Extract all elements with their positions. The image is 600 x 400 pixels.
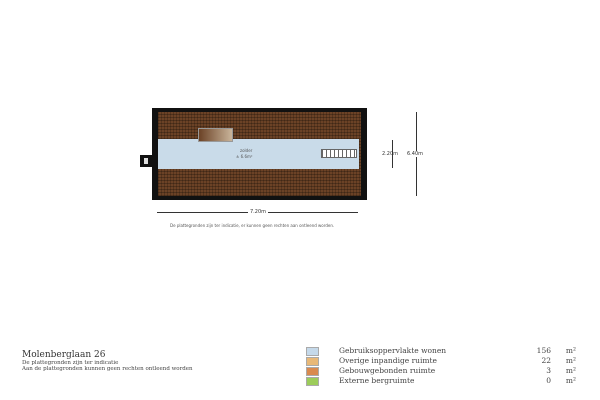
legend-row: Overige inpandige ruimte 22 m²: [306, 356, 576, 366]
legend-label: Gebruiksoppervlakte wonen: [339, 346, 447, 355]
door: [140, 155, 152, 167]
dim-inner-height: 2.20m: [382, 151, 399, 157]
legend-row: Gebouwgebonden ruimte 3 m²: [306, 366, 576, 376]
footer-line2: Aan de plattegronden kunnen geen rechten…: [22, 366, 193, 372]
legend-unit: m²: [565, 366, 576, 375]
legend-value: 22: [541, 356, 551, 365]
roof-window: [198, 128, 233, 142]
staircase: [321, 149, 357, 158]
footer-line1: De plattegronden zijn ter indicatie: [22, 360, 119, 366]
legend-unit: m²: [565, 356, 576, 365]
legend-value: 156: [536, 346, 551, 355]
legend-swatch: [306, 347, 319, 356]
legend-row: Externe bergruimte 0 m²: [306, 376, 576, 386]
plan-disclaimer: De plattegronden zijn ter indicatie, er …: [170, 223, 335, 228]
legend-unit: m²: [565, 346, 576, 355]
legend-value: 0: [546, 376, 551, 385]
legend-unit: m²: [565, 376, 576, 385]
room-area: ± 6.6m²: [236, 154, 253, 159]
legend-swatch: [306, 357, 319, 366]
dim-line-inner-height: [392, 140, 393, 168]
dim-width: 7.20m: [248, 209, 269, 215]
legend-label: Externe bergruimte: [339, 376, 415, 385]
legend-row: Gebruiksoppervlakte wonen 156 m²: [306, 346, 576, 356]
address-title: Molenberglaan 26: [22, 350, 106, 360]
room-name: zolder: [240, 148, 253, 153]
legend-swatch: [306, 367, 319, 376]
legend-label: Overige inpandige ruimte: [339, 356, 437, 365]
legend-label: Gebouwgebonden ruimte: [339, 366, 436, 375]
legend-value: 3: [546, 366, 551, 375]
dim-depth: 6.40m: [407, 151, 424, 157]
legend-swatch: [306, 377, 319, 386]
